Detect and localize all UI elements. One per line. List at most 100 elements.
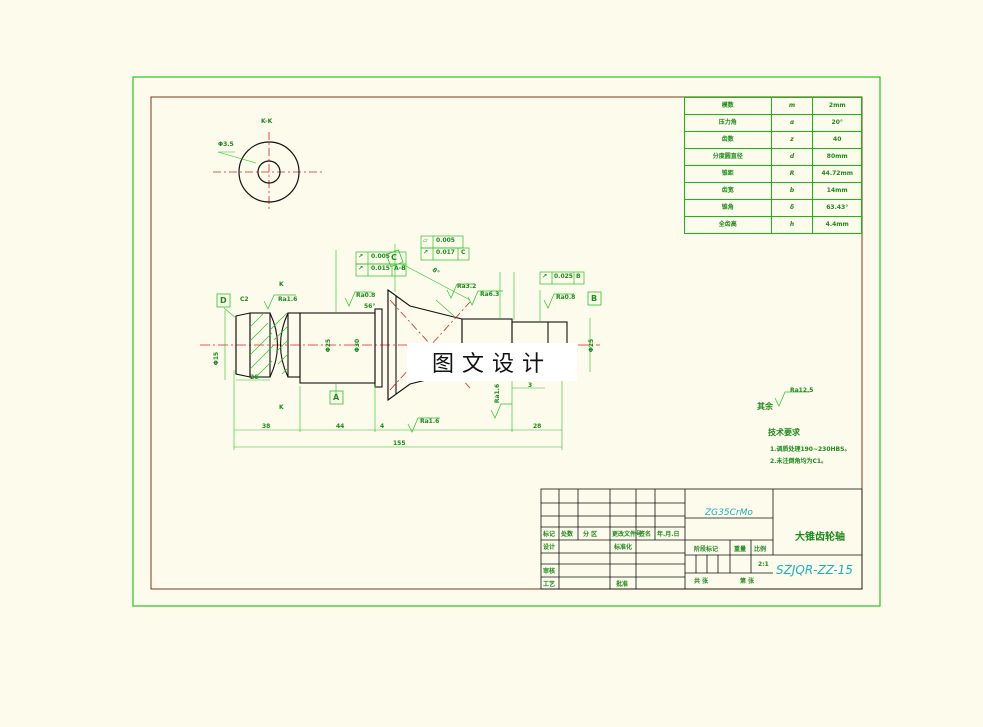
- dim-d1: Φ15: [213, 351, 221, 366]
- tol-2-val: 0.015: [371, 265, 390, 272]
- roughness-4: Ra6.3: [480, 291, 500, 298]
- param-value: 40: [812, 131, 862, 149]
- section-dim: Φ3.5: [218, 141, 234, 148]
- tech-req-item-2: 2.未注倒角均为C1。: [770, 458, 828, 465]
- param-name: 锥角: [684, 199, 772, 217]
- drawing-frame: [150, 96, 863, 590]
- tb-scale: 比例: [754, 546, 767, 553]
- tb-weight: 重量: [734, 546, 747, 553]
- tb-stage: 阶段标记: [694, 546, 719, 553]
- tb-drawing-no: SZJQR-ZZ-15: [776, 563, 853, 577]
- tol-2-ref: A-B: [394, 265, 406, 272]
- tb-sheet-no: 第 张: [740, 578, 755, 585]
- roughness-6: Ra1.6: [420, 418, 440, 425]
- param-symbol: d: [770, 148, 814, 166]
- roughness-1: Ra1.6: [278, 296, 298, 303]
- roughness-3: Ra3.2: [457, 283, 477, 290]
- dim-len4: 4: [380, 423, 385, 430]
- section-mark-bottom: K: [279, 404, 284, 411]
- roughness-2: Ra0.8: [356, 292, 376, 299]
- other-roughness-value: Ra12.5: [790, 387, 814, 394]
- param-value: 44.72mm: [812, 165, 862, 183]
- param-symbol: m: [770, 97, 814, 115]
- tb-sheets: 共 张: [694, 578, 709, 585]
- tol-2-sym: ↗: [358, 265, 364, 272]
- tol-1-sym: ↗: [358, 253, 364, 260]
- param-value: 63.43°: [812, 199, 862, 217]
- tb-designer: 设计: [543, 544, 556, 551]
- param-name: 分度圆直径: [684, 148, 772, 166]
- datum-b: B: [591, 294, 598, 303]
- param-name: 锥距: [684, 165, 772, 183]
- chamfer-dim: C2: [240, 296, 249, 303]
- param-symbol: z: [770, 131, 814, 149]
- param-symbol: h: [770, 216, 814, 234]
- datum-a: A: [333, 393, 340, 402]
- tb-h-sign: 签名: [639, 531, 652, 538]
- section-label: K-K: [261, 118, 273, 125]
- tol-5-sym: ↗: [542, 273, 548, 280]
- section-inner-circle: [257, 160, 281, 184]
- outer-border: [132, 76, 881, 607]
- hatching: [249, 312, 289, 378]
- tb-h-count: 处数: [561, 531, 574, 538]
- dim-angle: 56°: [364, 303, 376, 310]
- tol-4-ref: C: [461, 249, 466, 256]
- param-name: 全齿高: [684, 216, 772, 234]
- tb-part-name: 大锥齿轮轴: [795, 532, 845, 543]
- tb-h-date: 年.月.日: [657, 531, 680, 538]
- param-value: 20°: [812, 114, 862, 132]
- param-value: 14mm: [812, 182, 862, 200]
- tb-scale-val: 2:1: [758, 561, 769, 568]
- title-block: [540, 488, 863, 590]
- datum-d: D: [220, 296, 227, 305]
- dim-len6: 28: [533, 423, 542, 430]
- dim-len5: 3: [528, 382, 533, 389]
- dim-d3: Φ30: [354, 338, 362, 353]
- param-symbol: δ: [770, 199, 814, 217]
- tol-3-sym: ▱: [423, 237, 428, 244]
- tb-approve: 批准: [616, 581, 629, 588]
- param-symbol: α: [770, 114, 814, 132]
- section-view-kk: [213, 132, 325, 212]
- param-name: 齿数: [684, 131, 772, 149]
- tol-1-val: 0.005: [371, 253, 390, 260]
- tb-process: 工艺: [543, 581, 556, 588]
- tol-5-ref: B: [576, 273, 581, 280]
- dim-d4: Φ25: [588, 338, 596, 353]
- tol-3-val: 0.005: [436, 237, 455, 244]
- tol-5-val: 0.025: [554, 273, 573, 280]
- tol-4-sym: ↗: [423, 249, 429, 256]
- param-name: 压力角: [684, 114, 772, 132]
- watermark: 图文设计: [407, 343, 577, 381]
- param-value: 4.4mm: [812, 216, 862, 234]
- datum-c: C: [391, 253, 397, 262]
- tb-h-zone: 分 区: [583, 531, 598, 538]
- tech-req-title: 技术要求: [768, 428, 800, 437]
- tech-req-item-1: 1.调质处理190~230HBS。: [770, 446, 851, 453]
- roughness-7: Ra1.6: [494, 383, 502, 404]
- param-symbol: R: [770, 165, 814, 183]
- tol-4-val: 0.017: [436, 249, 455, 256]
- dim-d2: Φ25: [325, 338, 333, 353]
- roughness-5: Ra0.8: [556, 294, 576, 301]
- tb-material: ZG35CrMo: [705, 508, 753, 518]
- datum-boxes: [216, 249, 602, 405]
- tb-standardize: 标准化: [614, 544, 633, 551]
- param-name: 模数: [684, 97, 772, 115]
- tb-h-doc: 更改文件号: [612, 531, 643, 538]
- roughness-symbols: [263, 283, 810, 433]
- tolerance-frame-group: [355, 235, 585, 285]
- dimension-lines: [223, 244, 591, 450]
- dim-len1: 26: [250, 374, 259, 381]
- other-roughness-label: 其余: [757, 402, 773, 411]
- param-value: 2mm: [812, 97, 862, 115]
